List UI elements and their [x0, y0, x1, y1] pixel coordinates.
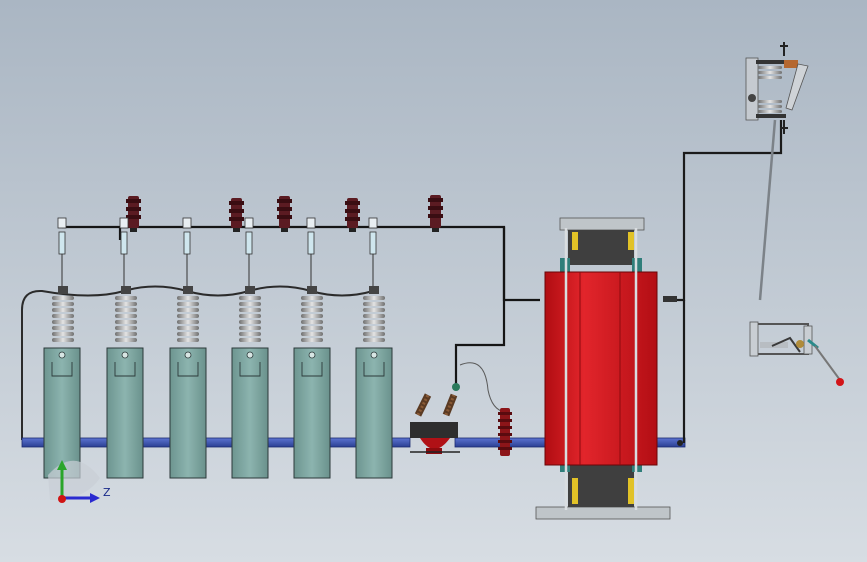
capacitor-bushing [239, 296, 261, 342]
surge-arrester [277, 196, 292, 232]
disconnect-switch[interactable] [745, 42, 809, 134]
surge-arrester [428, 195, 443, 232]
capacitor-unit[interactable] [355, 286, 393, 479]
fuse [244, 217, 254, 288]
switch-insulator-bottom [758, 100, 782, 113]
surge-arrester [345, 198, 360, 232]
signal-wire [459, 362, 506, 413]
capacitor-unit[interactable] [106, 286, 144, 479]
capacitor-unit[interactable] [231, 286, 269, 479]
capacitor-unit[interactable] [169, 286, 207, 479]
surge-arrester [229, 198, 244, 232]
capacitor-bank [43, 286, 393, 479]
feeder-wire [677, 120, 783, 302]
fuse [306, 217, 316, 288]
capacitor-bushing [115, 296, 137, 342]
bottom-bus-bar [21, 437, 411, 448]
fuse-row [57, 217, 378, 288]
capacitor-bushing [301, 296, 323, 342]
coordinate-triad: Z [48, 460, 111, 503]
fuse [182, 217, 192, 288]
capacitor-unit[interactable] [293, 286, 331, 479]
fuse [119, 217, 129, 288]
fuse [57, 217, 67, 288]
operating-mechanism[interactable] [749, 321, 844, 386]
handle-knob[interactable] [836, 378, 844, 386]
fuse [368, 217, 378, 288]
capacitor-bushing [363, 296, 385, 342]
capacitor-bushing [177, 296, 199, 342]
capacitor-unit[interactable] [43, 286, 81, 479]
top-arresters [126, 195, 443, 232]
operating-handle[interactable] [814, 345, 841, 381]
triad-z-label: Z [103, 486, 111, 499]
series-reactor[interactable] [535, 217, 683, 520]
voltage-transformer[interactable] [410, 383, 460, 454]
switch-insulator-top [758, 66, 782, 79]
capacitor-bushing [52, 296, 74, 342]
neutral-arrester [498, 408, 512, 456]
operating-rod [758, 119, 777, 301]
surge-arrester [126, 196, 141, 232]
